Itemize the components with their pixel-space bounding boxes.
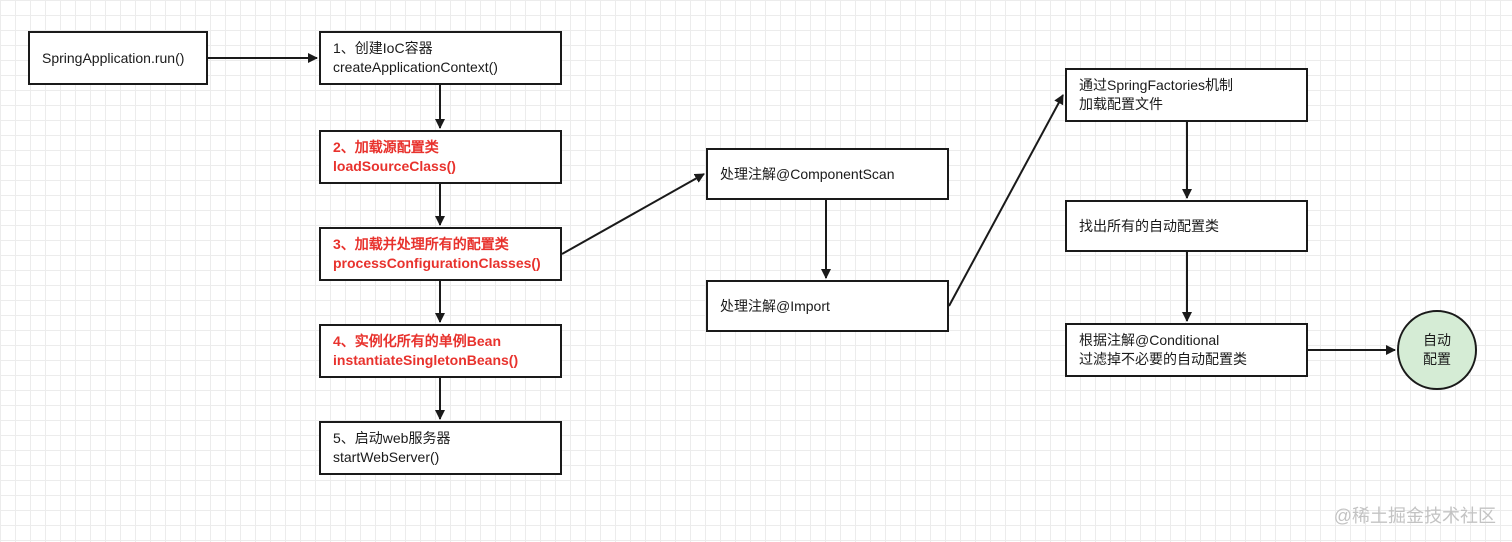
node-process-configuration-classes: 3、加载并处理所有的配置类 processConfigurationClasse… [319,227,562,281]
node-line: 自动 [1423,332,1451,348]
node-component-scan: 处理注解@ComponentScan [706,148,949,200]
node-conditional-filter: 根据注解@Conditional 过滤掉不必要的自动配置类 [1065,323,1308,377]
node-line: 4、实例化所有的单例Bean [333,333,502,349]
node-line: startWebServer() [333,449,440,465]
node-line: 1、创建IoC容器 [333,40,433,56]
watermark: @稀土掘金技术社区 [1333,506,1496,526]
node-line: 处理注解@Import [720,297,830,314]
node-line: 5、启动web服务器 [333,430,451,446]
node-spring-factories: 通过SpringFactories机制 加载配置文件 [1065,68,1308,122]
node-line: 过滤掉不必要的自动配置类 [1079,351,1247,367]
node-line: 3、加载并处理所有的配置类 [333,236,509,252]
node-import-annotation: 处理注解@Import [706,280,949,332]
node-line: loadSourceClass() [333,158,456,174]
node-line: 通过SpringFactories机制 [1079,77,1234,93]
node-load-source-class: 2、加载源配置类 loadSourceClass() [319,130,562,184]
node-line: 处理注解@ComponentScan [720,165,895,182]
edge-import-to-factories [948,94,1064,307]
node-line: instantiateSingletonBeans() [333,352,519,368]
node-line: 2、加载源配置类 [333,139,439,155]
edge-step3-to-componentscan [561,173,705,255]
node-instantiate-singleton-beans: 4、实例化所有的单例Bean instantiateSingletonBeans… [319,324,562,378]
node-line: processConfigurationClasses() [333,255,541,271]
node-start-web-server: 5、启动web服务器 startWebServer() [319,421,562,475]
node-line: 找出所有的自动配置类 [1079,217,1219,234]
node-line: createApplicationContext() [333,59,498,75]
node-line: SpringApplication.run() [42,49,185,66]
node-line: 加载配置文件 [1079,96,1163,112]
node-line: 根据注解@Conditional [1079,332,1220,348]
node-auto-configuration-end: 自动 配置 [1397,310,1477,390]
node-create-ioc-container: 1、创建IoC容器 createApplicationContext() [319,31,562,85]
node-spring-application-run: SpringApplication.run() [28,31,208,85]
node-find-auto-config-classes: 找出所有的自动配置类 [1065,200,1308,252]
node-line: 配置 [1423,351,1451,367]
